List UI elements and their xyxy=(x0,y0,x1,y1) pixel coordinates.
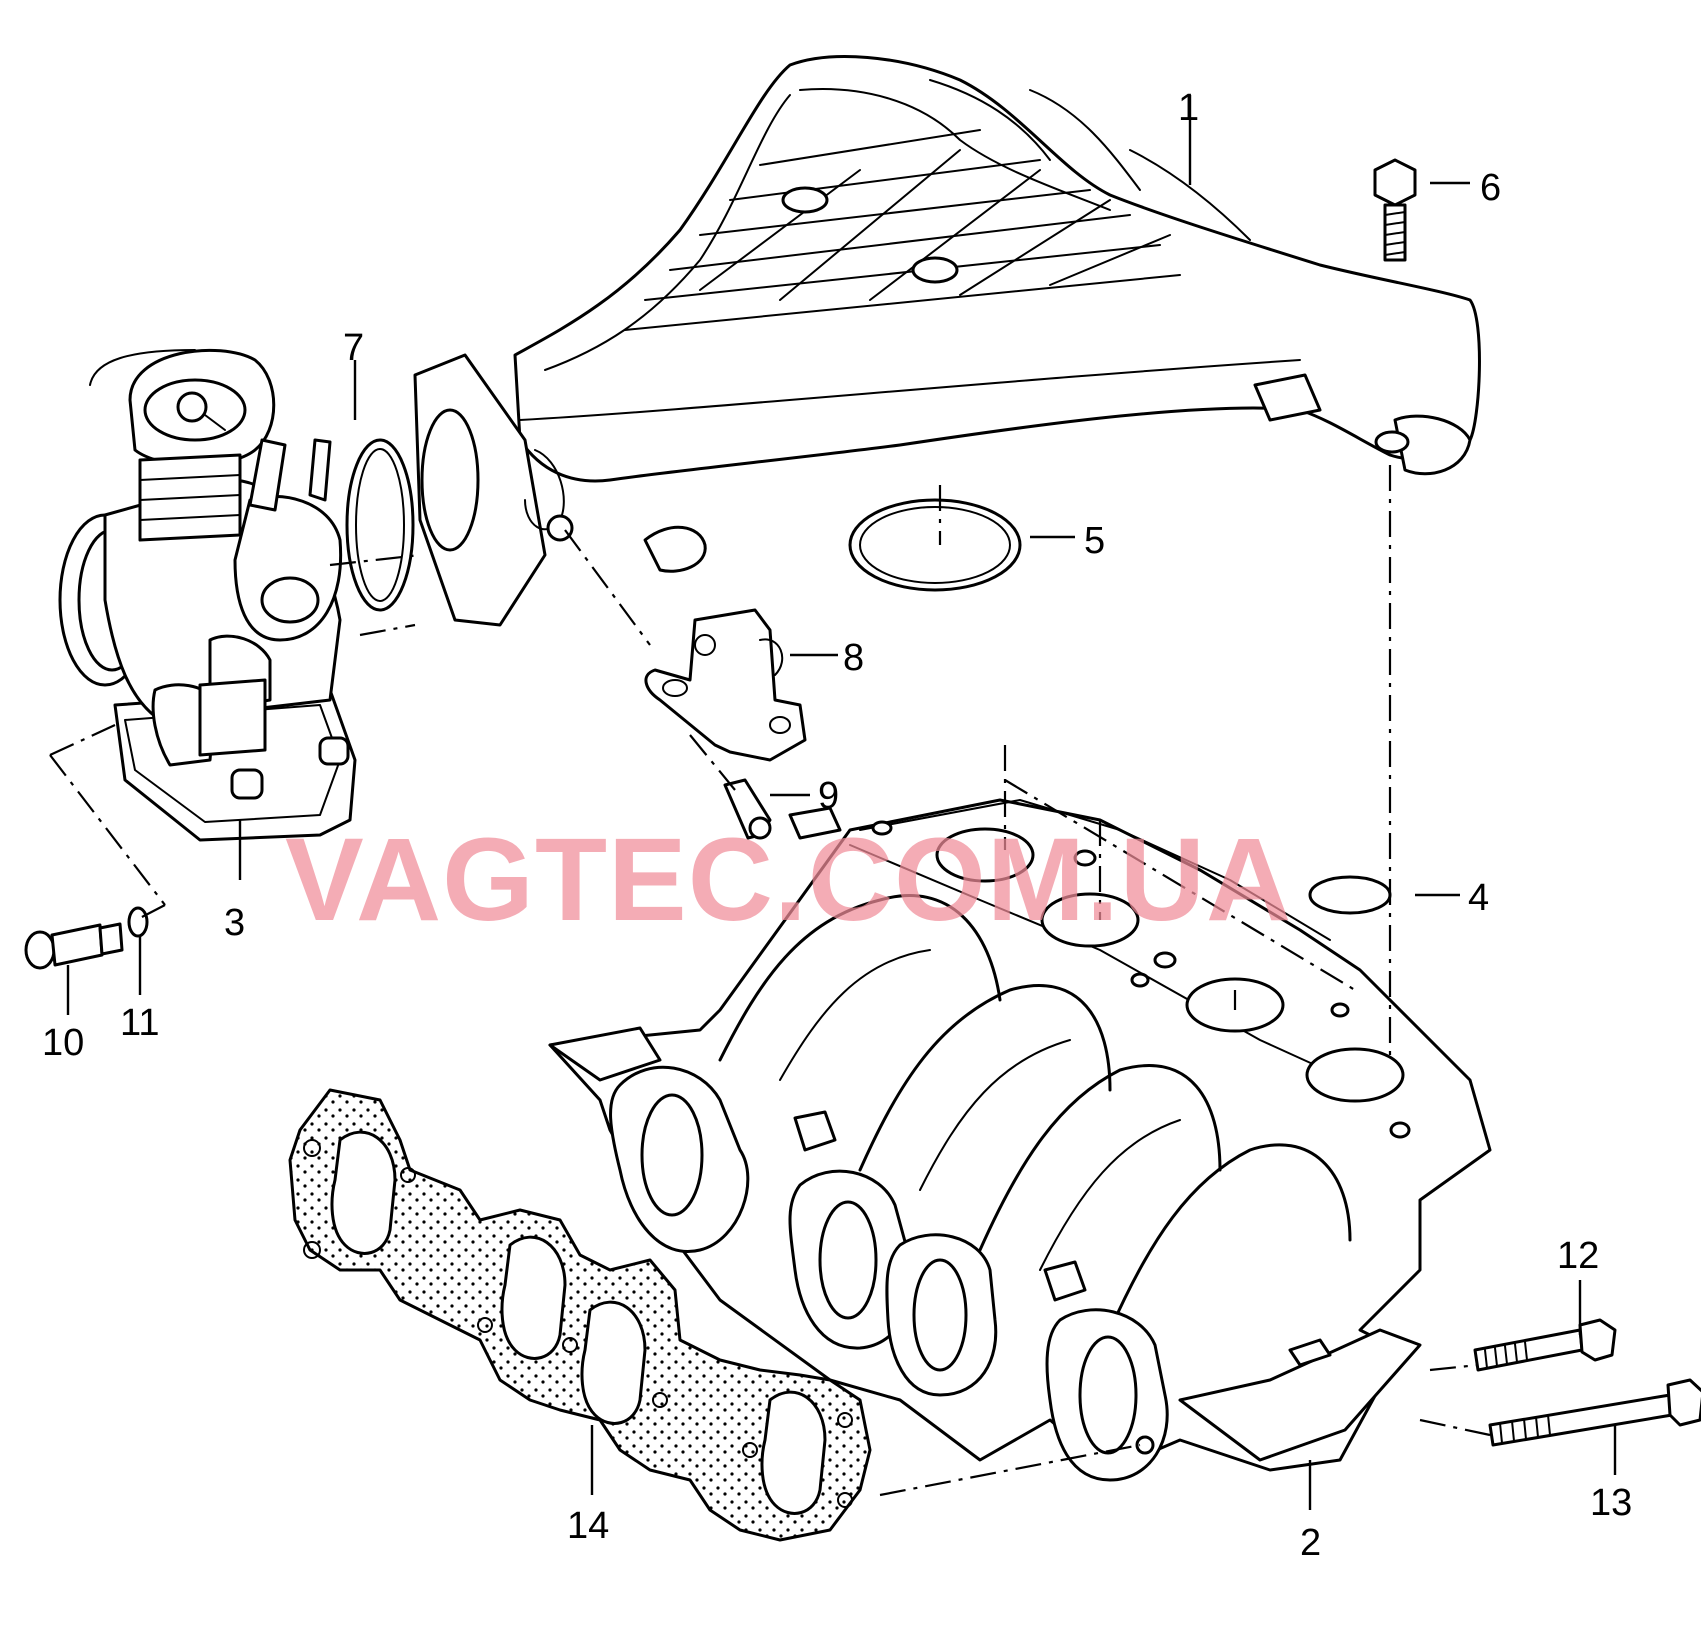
washer-11 xyxy=(127,906,149,938)
bolt-12 xyxy=(1473,1318,1617,1372)
callout-8: 8 xyxy=(843,637,864,679)
bolt-10 xyxy=(24,922,124,970)
callout-13: 13 xyxy=(1590,1482,1632,1524)
bracket-8 xyxy=(644,608,807,762)
o-ring-4 xyxy=(1308,875,1392,915)
callout-7: 7 xyxy=(343,327,364,369)
callout-1: 1 xyxy=(1178,87,1199,129)
callout-numbers: 1 2 3 4 5 6 7 8 9 10 11 12 13 14 xyxy=(42,87,1632,1564)
watermark: VAGTEC.COM.UA xyxy=(285,814,1292,946)
callout-3: 3 xyxy=(224,902,245,944)
upper-intake-manifold xyxy=(413,55,1481,627)
callout-12: 12 xyxy=(1557,1235,1599,1277)
callout-14: 14 xyxy=(567,1505,609,1547)
callout-11: 11 xyxy=(120,1002,159,1044)
gasket-14 xyxy=(288,1088,872,1542)
callout-5: 5 xyxy=(1084,520,1105,562)
gasket-7 xyxy=(345,438,415,612)
callout-6: 6 xyxy=(1480,167,1501,209)
bolt-13 xyxy=(1488,1378,1701,1447)
callout-2: 2 xyxy=(1300,1522,1321,1564)
leader-lines xyxy=(66,95,1617,1510)
lower-intake-manifold xyxy=(548,798,1492,1482)
callout-9: 9 xyxy=(818,775,839,817)
throttle-valve-body xyxy=(58,348,357,842)
screw-9 xyxy=(723,778,772,840)
callout-10: 10 xyxy=(42,1022,84,1064)
bolt-6 xyxy=(1373,158,1417,262)
callout-4: 4 xyxy=(1468,877,1489,919)
assembly-lines xyxy=(49,465,1491,1497)
o-ring-5 xyxy=(848,498,1022,592)
